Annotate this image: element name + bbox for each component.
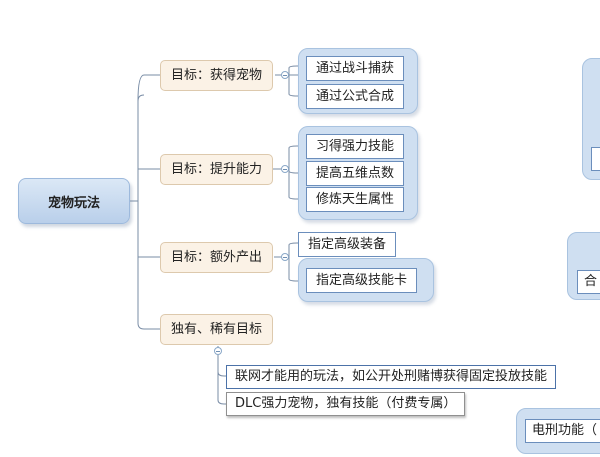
- link-goal4-children: [217, 346, 226, 405]
- offscreen-group-top: [582, 58, 600, 180]
- leaf-specified-equipment[interactable]: 指定高级装备: [298, 232, 397, 257]
- collapse-toggle-icon[interactable]: [281, 71, 289, 79]
- collapse-toggle-icon[interactable]: [281, 253, 289, 261]
- leaf-label: 电刑功能（: [532, 423, 598, 438]
- leaf-label: DLC强力宠物，独有技能（付费专属）: [235, 396, 457, 411]
- goal-label: 目标：获得宠物: [171, 68, 263, 83]
- root-label: 宠物玩法: [47, 195, 100, 211]
- leaf-label: 指定高级装备: [308, 237, 387, 252]
- leaf-dlc-pet[interactable]: DLC强力宠物，独有技能（付费专属）: [226, 392, 466, 416]
- leaf-label: 联网才能用的玩法，如公开处刑赌博获得固定投放技能: [235, 369, 548, 384]
- leaf-specified-skill-card[interactable]: 指定高级技能卡: [306, 268, 418, 293]
- goal-label: 目标：额外产出: [171, 250, 263, 265]
- root-node[interactable]: 宠物玩法: [18, 178, 130, 224]
- leaf-label: 通过战斗捕获: [316, 61, 395, 76]
- goal-label: 独有、稀有目标: [171, 322, 263, 337]
- goal-improve-ability[interactable]: 目标：提升能力: [160, 154, 274, 185]
- leaf-label: 修炼天生属性: [316, 192, 395, 207]
- goal-extra-output[interactable]: 目标：额外产出: [160, 242, 274, 273]
- offscreen-leaf-he[interactable]: 合: [577, 270, 600, 294]
- offscreen-group-middle: 合: [567, 232, 600, 300]
- link-root-vertical: [137, 94, 145, 330]
- goal-obtain-pet[interactable]: 目标：获得宠物: [160, 60, 274, 91]
- leaf-battle-capture[interactable]: 通过战斗捕获: [306, 56, 405, 81]
- collapse-toggle-icon[interactable]: [281, 165, 289, 173]
- leaf-raise-five-stats[interactable]: 提高五维点数: [306, 161, 405, 186]
- leaf-label: 提高五维点数: [316, 166, 395, 181]
- leaf-label: 合: [584, 274, 598, 289]
- collapse-toggle-icon[interactable]: [214, 347, 222, 355]
- offscreen-group-bottom: 电刑功能（: [516, 408, 600, 454]
- goal-unique-rare[interactable]: 独有、稀有目标: [160, 314, 274, 345]
- leaf-formula-synthesis[interactable]: 通过公式合成: [306, 84, 405, 109]
- leaf-online-gameplay[interactable]: 联网才能用的玩法，如公开处刑赌博获得固定投放技能: [226, 365, 557, 389]
- leaf-train-innate-attributes[interactable]: 修炼天生属性: [306, 187, 405, 212]
- offscreen-leaf-electric[interactable]: 电刑功能（: [525, 419, 600, 443]
- leaf-label: 指定高级技能卡: [316, 273, 408, 288]
- leaf-label: 习得强力技能: [316, 139, 395, 154]
- leaf-label: 通过公式合成: [316, 89, 395, 104]
- leaf-learn-skills[interactable]: 习得强力技能: [306, 134, 405, 159]
- offscreen-leaf: [591, 147, 600, 171]
- goal-label: 目标：提升能力: [171, 162, 263, 177]
